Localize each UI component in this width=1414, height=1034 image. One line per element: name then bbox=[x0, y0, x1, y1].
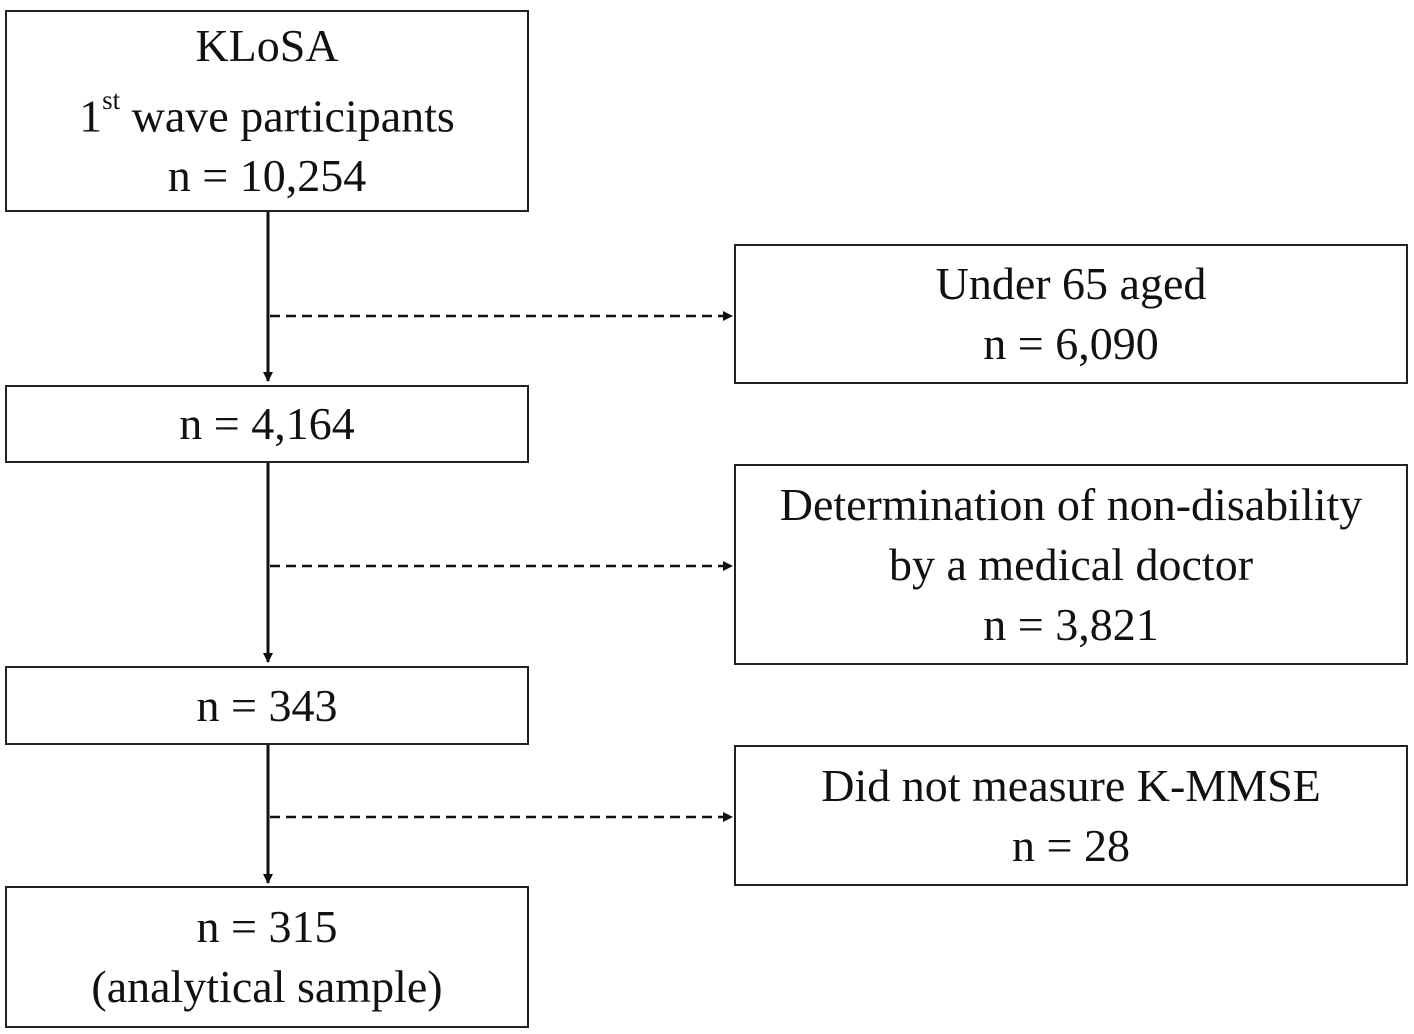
exclusion-box-kmmse: Did not measure K-MMSE n = 28 bbox=[734, 745, 1408, 886]
step3-count: n = 343 bbox=[196, 679, 338, 731]
step2-count: n = 4,164 bbox=[179, 398, 355, 449]
wave-ordinal-suffix: st bbox=[102, 84, 121, 115]
exclusion-box-age: Under 65 aged n = 6,090 bbox=[734, 244, 1408, 384]
exclusion-kmmse-label: Did not measure K-MMSE bbox=[821, 759, 1321, 811]
exclusion-kmmse-count: n = 28 bbox=[1012, 819, 1130, 871]
final-box: n = 315 (analytical sample) bbox=[5, 886, 529, 1028]
final-count: n = 315 bbox=[196, 901, 338, 952]
exclusion-age-label: Under 65 aged bbox=[935, 258, 1207, 309]
step3-box: n = 343 bbox=[5, 666, 529, 745]
step2-box: n = 4,164 bbox=[5, 385, 529, 463]
start-subtitle: 1st wave participants bbox=[79, 76, 455, 146]
wave-text: wave participants bbox=[120, 90, 455, 142]
start-title: KLoSA bbox=[195, 19, 339, 71]
start-count: n = 10,254 bbox=[167, 150, 367, 202]
exclusion-non-disability-label: Determination of non-disability bbox=[779, 478, 1363, 530]
wave-number: 1 bbox=[79, 90, 103, 142]
exclusion-non-disability-label-2: by a medical doctor bbox=[888, 538, 1254, 590]
final-label: (analytical sample) bbox=[91, 961, 443, 1012]
exclusion-box-non-disability: Determination of non-disability by a med… bbox=[734, 464, 1408, 665]
start-box: KLoSA 1st wave participants n = 10,254 bbox=[5, 10, 529, 212]
exclusion-non-disability-count: n = 3,821 bbox=[983, 598, 1159, 650]
exclusion-age-count: n = 6,090 bbox=[983, 318, 1159, 369]
